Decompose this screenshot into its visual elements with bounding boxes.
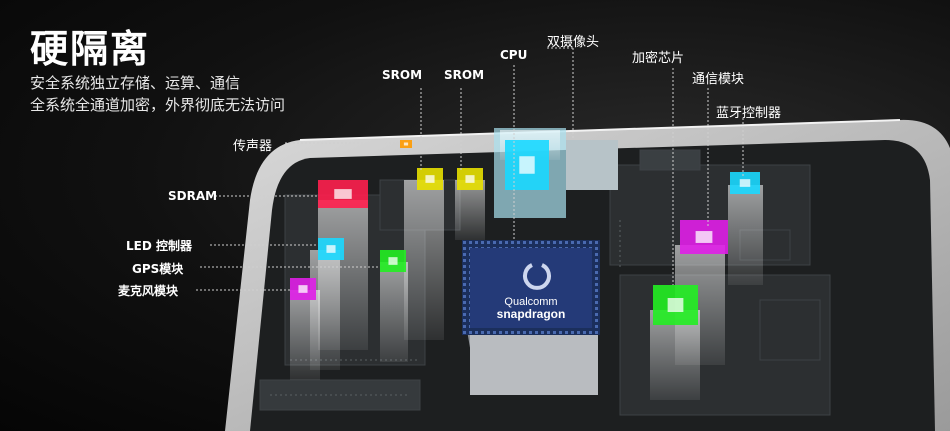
label-bluetooth-controller: 蓝牙控制器 bbox=[716, 106, 782, 121]
label-speaker: 传声器 bbox=[233, 139, 273, 154]
glass-pillars bbox=[290, 180, 763, 400]
label-srom-2: SROM bbox=[444, 68, 485, 82]
chip-led bbox=[318, 238, 344, 260]
chip-gps bbox=[380, 250, 406, 272]
label-sdram: SDRAM bbox=[168, 189, 218, 203]
glowing-chips bbox=[290, 140, 760, 325]
chip-mic bbox=[290, 278, 316, 300]
chip-brand-line1: Qualcomm bbox=[504, 296, 557, 308]
page-title: 硬隔离 bbox=[30, 27, 151, 71]
chip-bluetooth bbox=[730, 172, 760, 194]
label-dual-camera: 双摄像头 bbox=[547, 35, 600, 50]
label-srom-1: SROM bbox=[382, 68, 423, 82]
label-mic-module: 麦克风模块 bbox=[118, 284, 179, 298]
chip-srom-1 bbox=[417, 168, 443, 190]
label-gps-module: GPS模块 bbox=[132, 262, 184, 276]
leader-lines bbox=[196, 47, 744, 291]
chip-sdram bbox=[318, 180, 368, 208]
label-crypto-chip: 加密芯片 bbox=[632, 51, 685, 66]
label-led-controller: LED 控制器 bbox=[126, 239, 192, 253]
subtitle-line-1: 安全系统独立存储、运算、通信 bbox=[30, 74, 241, 92]
label-comm-module: 通信模块 bbox=[692, 72, 745, 87]
chip-crypto bbox=[653, 285, 698, 325]
subtitle-line-2: 全系统全通道加密，外界彻底无法访问 bbox=[30, 96, 286, 114]
chip-cpu-core bbox=[505, 140, 549, 190]
cpu-chip bbox=[462, 240, 600, 395]
chip-srom-2 bbox=[457, 168, 483, 190]
chip-brand-line2: snapdragon bbox=[497, 307, 566, 321]
label-cpu: CPU bbox=[500, 48, 528, 62]
chip-speaker bbox=[400, 140, 412, 148]
chip-comm bbox=[680, 220, 728, 254]
